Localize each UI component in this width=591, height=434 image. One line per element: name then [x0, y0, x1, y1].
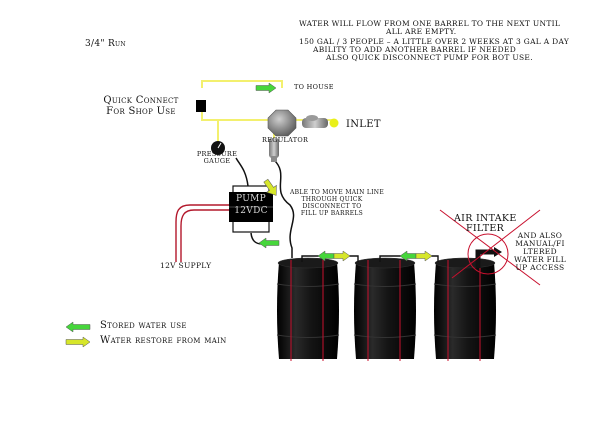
wire-a — [175, 204, 233, 262]
red-divider-lines — [439, 209, 541, 286]
to-house-arrow — [255, 82, 277, 94]
quick-connect-label-2: For Shop Use — [106, 106, 176, 117]
pressure-gauge-label-1: PRESSURE — [196, 150, 238, 158]
flow-arrows — [65, 82, 433, 348]
legend-restore-arrow — [65, 336, 91, 348]
top-note-line-5: ALSO QUICK DISCONNECT PUMP FOR BOT USE. — [326, 53, 533, 62]
side-note-2: MANUAL/FI — [515, 239, 565, 248]
pump-label-1: PUMP — [236, 194, 266, 204]
air-intake-pipe — [475, 247, 502, 268]
regulator-icon — [267, 109, 297, 162]
legend-restore-label: Water restore from main — [100, 335, 227, 346]
main-line-note-2: THROUGH QUICK — [301, 196, 363, 203]
pump-label-2: 12VDC — [234, 206, 268, 216]
pump-return-arrow — [258, 237, 280, 249]
barrel-2 — [353, 257, 417, 361]
side-note-1: AND ALSO — [517, 231, 563, 240]
main-line-note-4: FILL UP BARRELS — [300, 210, 364, 217]
barrel-link-1-right-arrow — [333, 250, 351, 262]
wire-b — [180, 209, 233, 262]
top-note-line-2: ALL ARE EMPTY. — [386, 27, 457, 36]
pump-to-gauge-hose — [235, 157, 249, 187]
side-note-5: UP ACCESS — [515, 263, 565, 272]
main-line-note-3: DISCONNECT TO — [302, 203, 362, 210]
run-label: 3/4" Run — [85, 39, 126, 49]
supply-wires — [175, 204, 233, 262]
barrel-link-1-left-arrow — [317, 250, 335, 262]
air-intake-label-2: FILTER — [465, 223, 505, 234]
inlet-fitting-icon — [302, 115, 339, 128]
air-intake-label-1: AIR INTAKE — [454, 213, 517, 224]
top-note-line-3: 150 GAL / 3 PEOPLE – A LITTLE OVER 2 WEE… — [299, 37, 570, 46]
restore-arrow-main — [263, 178, 277, 196]
main-line-note-1: ABLE TO MOVE MAIN LINE — [290, 189, 385, 196]
top-note-line-4: ABILITY TO ADD ANOTHER BARREL IF NEEDED — [313, 45, 517, 54]
quick-connect-label-1: Quick Connect — [103, 95, 179, 106]
regulator-label: REGULATOR — [262, 136, 309, 144]
supply-label: 12V SUPPLY — [160, 261, 212, 270]
barrel-3 — [433, 257, 497, 361]
barrel-link-2-left-arrow — [399, 250, 417, 262]
main-line-to-house — [201, 80, 283, 88]
barrel-1 — [276, 257, 340, 361]
legend-stored-arrow — [65, 321, 91, 333]
barrel-link-2-right-arrow — [415, 250, 433, 262]
to-house-label: TO HOUSE — [294, 83, 334, 91]
pump-feed-hose — [273, 159, 295, 258]
barrels — [276, 255, 497, 361]
pressure-gauge-label-2: GAUGE — [203, 157, 231, 165]
side-note-4: WATER FILL — [514, 255, 566, 264]
legend-stored-label: Stored water use — [100, 320, 187, 331]
top-note-line-1: WATER WILL FLOW FROM ONE BARREL TO THE N… — [299, 19, 561, 28]
inlet-label: INLET — [346, 119, 381, 130]
side-note-3: LTERED — [523, 247, 557, 256]
pump-icon — [229, 185, 273, 233]
quick-connect-icon — [196, 100, 206, 112]
pressure-gauge-icon — [211, 141, 225, 155]
